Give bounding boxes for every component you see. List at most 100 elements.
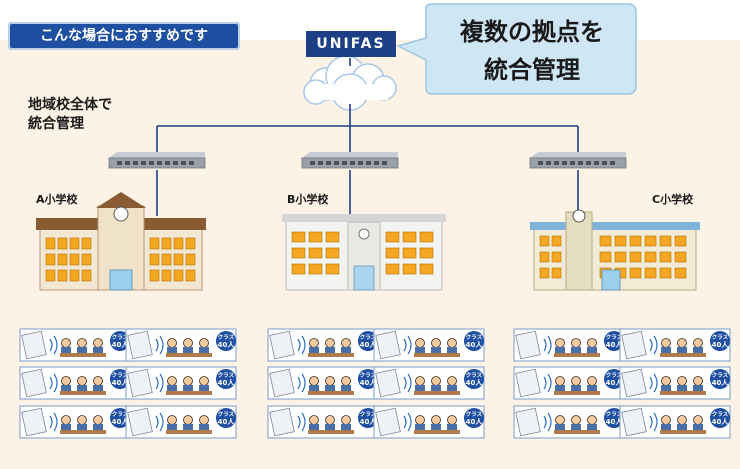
building-window — [599, 251, 612, 263]
building-window — [629, 251, 642, 263]
student-body — [555, 385, 565, 393]
building-window — [45, 237, 56, 250]
desk — [554, 391, 600, 395]
tablet-icon — [21, 368, 47, 398]
class-badge-bottom: 40人 — [606, 378, 624, 387]
school-building-c — [530, 209, 700, 291]
student-head — [555, 376, 565, 386]
class-badge-top: クラス — [712, 333, 729, 341]
student-head — [555, 415, 565, 425]
student-head — [661, 415, 671, 425]
building-window — [57, 269, 68, 282]
building-window — [644, 251, 657, 263]
building-window — [161, 253, 172, 266]
class-badge-bottom: 40人 — [712, 417, 730, 426]
switch-port — [610, 161, 615, 165]
building-window — [173, 253, 184, 266]
class-badge-circle — [464, 369, 484, 389]
student-head — [183, 415, 193, 425]
building-window — [551, 251, 562, 263]
student-head — [431, 415, 441, 425]
tablet-icon — [21, 330, 47, 360]
unifas-logo: UNIFAS — [306, 31, 396, 57]
desk — [60, 391, 106, 395]
building-window — [539, 251, 550, 263]
building-window — [402, 247, 417, 259]
switch-port — [594, 161, 599, 165]
wifi-icon — [543, 335, 552, 355]
switch-port — [189, 161, 194, 165]
student-body — [661, 385, 671, 393]
student-head — [167, 415, 177, 425]
building-window — [149, 253, 160, 266]
speech-bubble — [395, 3, 637, 95]
class-badge-top: クラス — [112, 410, 129, 418]
building-window — [551, 235, 562, 247]
building-window — [539, 267, 550, 279]
switch-top — [530, 152, 626, 158]
desk — [660, 353, 706, 357]
building-door — [353, 265, 375, 291]
building-window — [149, 237, 160, 250]
wifi-icon — [155, 412, 164, 432]
building-window — [173, 237, 184, 250]
building-window — [674, 235, 687, 247]
student-head — [415, 415, 425, 425]
student-head — [661, 338, 671, 348]
class-badge-bottom: 40人 — [466, 340, 484, 349]
building-window — [419, 231, 434, 243]
class-badge-top: クラス — [466, 410, 483, 418]
bubble-line-1: 複数の拠点を — [460, 18, 604, 46]
building-window — [69, 253, 80, 266]
building-window — [539, 235, 550, 247]
desk — [308, 430, 354, 434]
wifi-icon — [649, 335, 658, 355]
building-window — [308, 247, 323, 259]
building-window — [291, 231, 306, 243]
student-head — [447, 338, 457, 348]
tablet-icon — [515, 368, 541, 398]
student-head — [199, 376, 209, 386]
student-head — [309, 415, 319, 425]
student-head — [325, 376, 335, 386]
building-window — [644, 235, 657, 247]
wifi-icon — [649, 373, 658, 393]
building-window — [45, 253, 56, 266]
student-body — [447, 385, 457, 393]
tablet-icon — [621, 407, 647, 437]
switch-top — [302, 152, 398, 158]
speech-bubble-shape — [395, 3, 637, 95]
student-body — [309, 347, 319, 355]
student-body — [77, 424, 87, 432]
student-body — [61, 424, 71, 432]
student-head — [183, 376, 193, 386]
building-window — [69, 237, 80, 250]
student-head — [555, 338, 565, 348]
student-head — [61, 338, 71, 348]
student-body — [61, 385, 71, 393]
student-body — [555, 424, 565, 432]
school-label-b: B小学校 — [287, 193, 329, 206]
class-badge-circle — [464, 408, 484, 428]
class-badge-circle — [710, 369, 730, 389]
tablet-icon — [515, 330, 541, 360]
student-body — [447, 424, 457, 432]
building-window — [161, 269, 172, 282]
student-body — [199, 385, 209, 393]
student-head — [167, 376, 177, 386]
student-body — [341, 385, 351, 393]
building-window — [419, 263, 434, 275]
class-badge-circle — [358, 369, 378, 389]
class-badge-top: クラス — [606, 410, 623, 418]
switch-port — [374, 161, 379, 165]
student-body — [325, 385, 335, 393]
network-switch-icon — [108, 152, 206, 169]
